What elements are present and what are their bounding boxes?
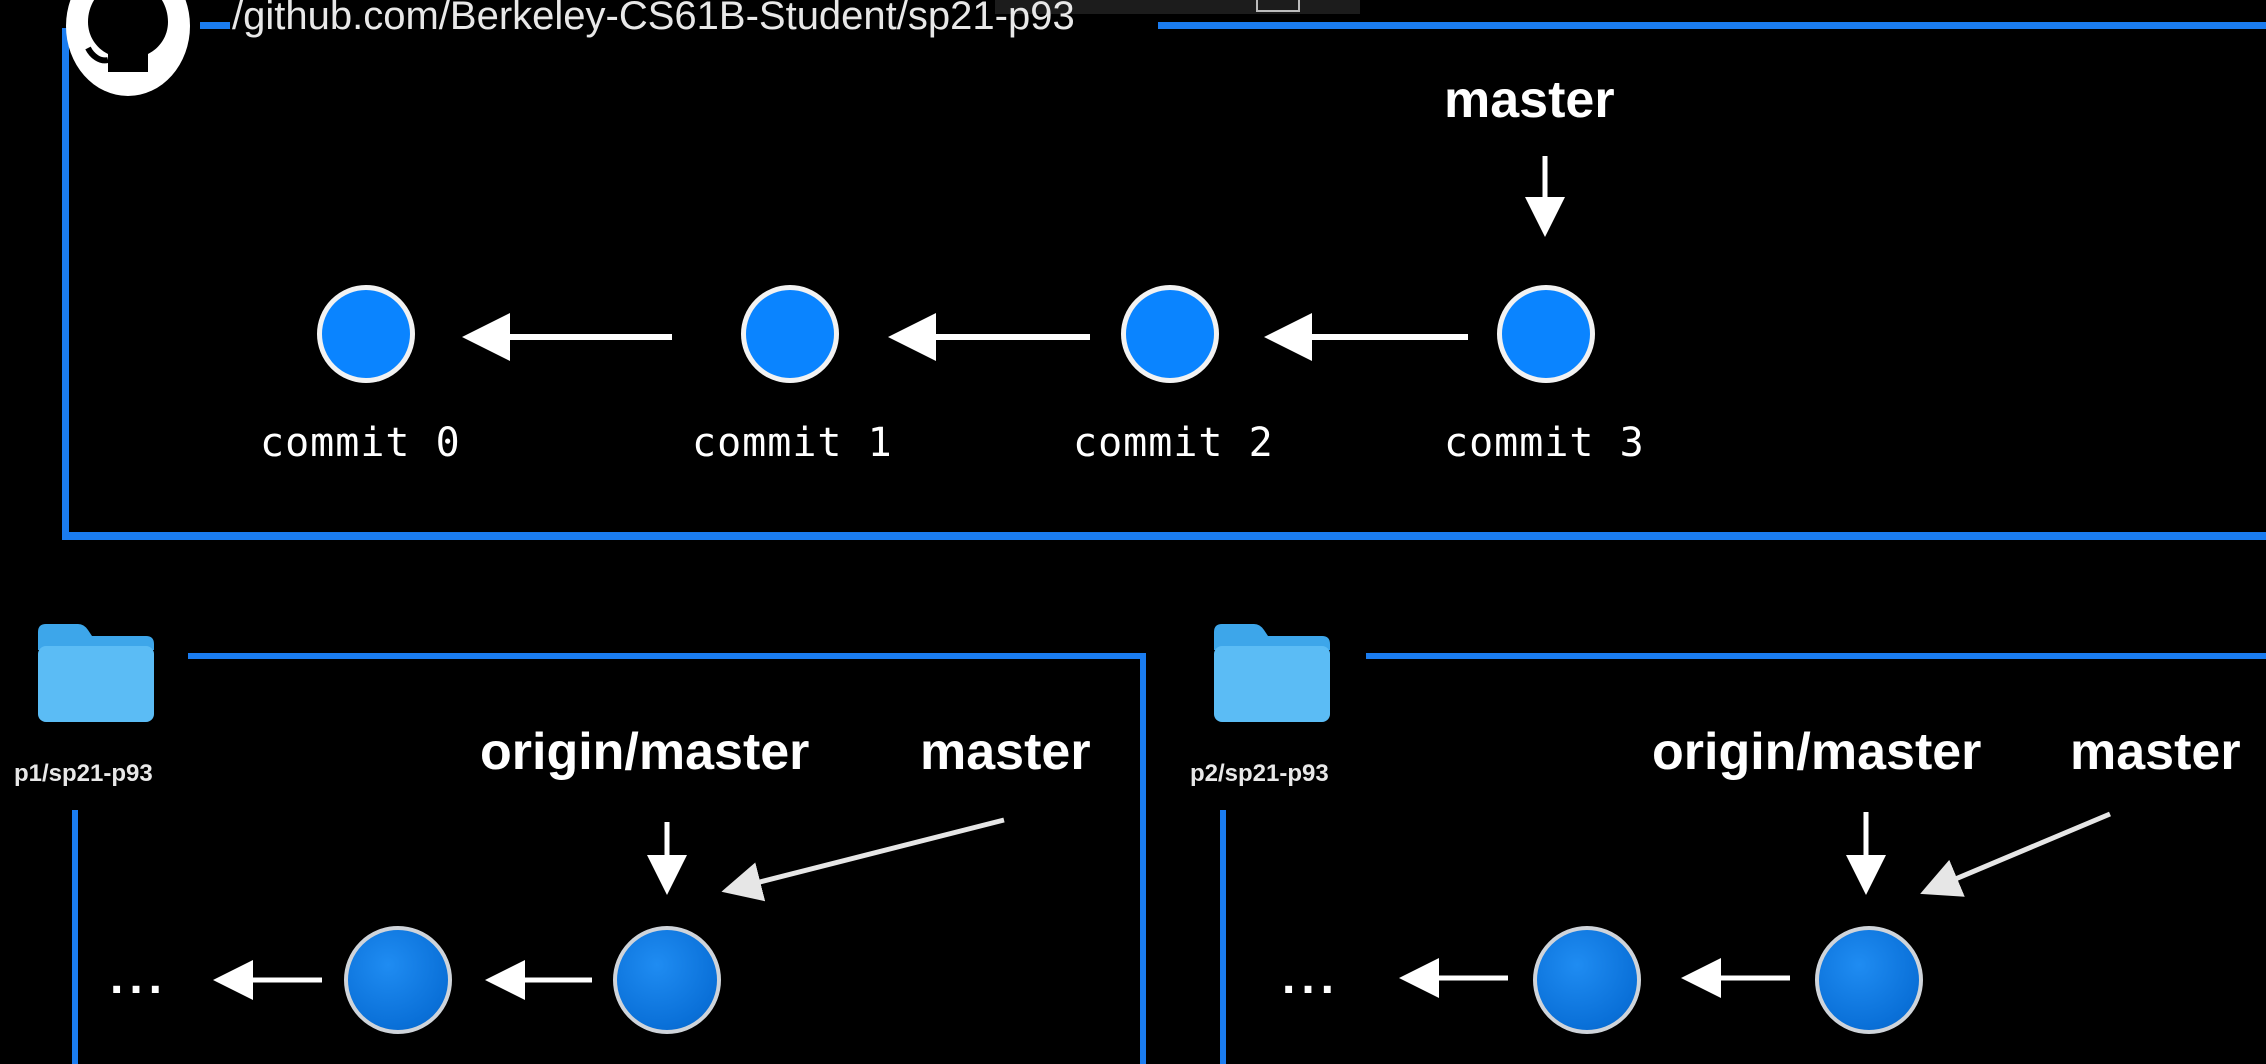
- local-commit-node: [344, 926, 452, 1034]
- remote-commit-3-label: commit 3: [1444, 420, 1645, 466]
- remote-commit-2-label: commit 2: [1073, 420, 1274, 466]
- local-frame-left: [1220, 810, 1226, 1064]
- arrow: [721, 817, 1005, 902]
- remote-commit-2-node: [1121, 285, 1219, 383]
- remote-commit-1-label: commit 1: [692, 420, 893, 466]
- local-frame-left: [72, 810, 78, 1064]
- local-frame-top: [188, 653, 1146, 659]
- origin-master-label: origin/master: [1652, 723, 1982, 781]
- remote-commit-1-node: [741, 285, 839, 383]
- remote-commit-0-label: commit 0: [260, 420, 461, 466]
- github-icon: [66, 0, 190, 96]
- folder-icon: [1210, 620, 1334, 726]
- local-commit-node: [1533, 926, 1641, 1034]
- origin-master-label: origin/master: [480, 723, 810, 781]
- remote-frame-left: [62, 28, 69, 540]
- remote-frame-top-left-stub: [200, 22, 230, 29]
- folder-icon: [34, 620, 158, 726]
- local-frame-right: [1140, 653, 1146, 1064]
- master-label: master: [920, 723, 1091, 781]
- local-frame-top: [1366, 653, 2266, 659]
- master-label: master: [2070, 723, 2241, 781]
- remote-frame-top: [1158, 22, 2266, 29]
- remote-commit-0-node: [317, 285, 415, 383]
- folder-label: p1/sp21-p93: [14, 760, 153, 787]
- local-head-commit-node: [1815, 926, 1923, 1034]
- ellipsis: ...: [110, 951, 169, 1004]
- scrub-marker: [1256, 0, 1300, 12]
- local-head-commit-node: [613, 926, 721, 1034]
- remote-branch-label: master: [1444, 71, 1615, 129]
- remote-frame-bottom: [62, 532, 2266, 540]
- folder-label: p2/sp21-p93: [1190, 760, 1329, 787]
- ellipsis: ...: [1282, 951, 1341, 1004]
- remote-commit-3-node: [1497, 285, 1595, 383]
- repo-url[interactable]: /github.com/Berkeley-CS61B-Student/sp21-…: [232, 0, 1075, 38]
- arrow: [1920, 811, 2111, 897]
